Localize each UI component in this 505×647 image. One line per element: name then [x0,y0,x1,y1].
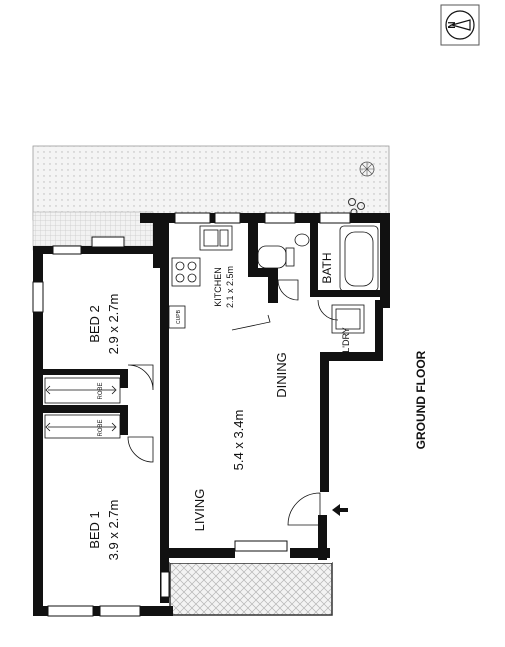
windows [32,212,351,617]
entry-door [287,492,321,526]
bed1-size: 3.9 x 2.7m [106,500,121,561]
robes [44,377,121,439]
bed2-size: 2.9 x 2.7m [106,294,121,355]
living-size-label: 5.4 x 3.4m [231,410,246,471]
robe-upper-label: ROBE [98,382,104,399]
bed2-door [127,364,154,391]
balcony-terrace [169,562,333,616]
kitchen-size: 2.1 x 2.5m [225,266,235,308]
bed2-label: BED 2 [87,305,102,343]
bath-label: BATH [320,252,334,283]
floor-label: GROUND FLOOR [414,350,428,449]
bath-fixtures [257,225,379,334]
laundry-label: L'DRY [341,327,351,353]
bed1-label: BED 1 [87,511,102,549]
cupboard-label: CUPB [176,309,182,324]
bath-door [277,279,299,301]
kitchen-fixtures [168,225,271,331]
compass-letter: N [447,21,458,28]
laundry-door [317,299,339,321]
kitchen-label: KITCHEN [213,267,223,307]
plant-icon [359,161,375,177]
robe-lower-label: ROBE [98,419,104,436]
dining-label: DINING [274,352,289,398]
living-label: LIVING [192,489,207,532]
compass-icon: N [440,4,480,46]
bed1-door [127,436,154,463]
entry-arrow-icon [332,504,348,516]
walls [33,213,390,616]
courtyard [32,145,390,221]
